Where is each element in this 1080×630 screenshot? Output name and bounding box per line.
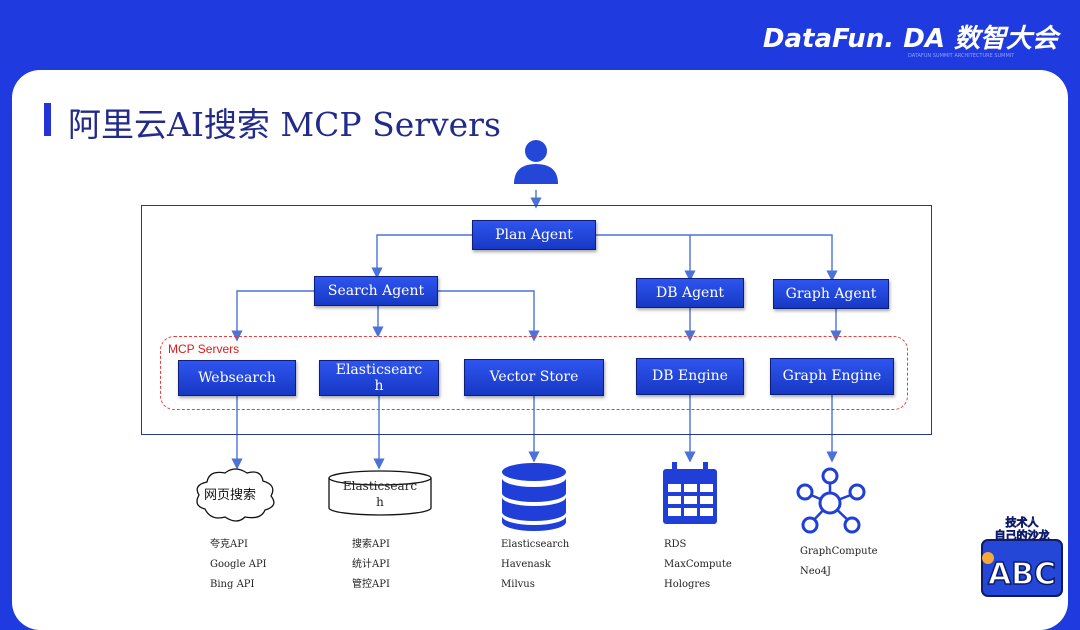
mcp-servers-label: MCP Servers [168, 342, 240, 356]
agent-system-frame [141, 205, 932, 435]
web-api-list: 夸克API Google API Bing API [210, 535, 267, 595]
graph-engine-node: Graph Engine [770, 358, 894, 395]
list-item: Bing API [210, 579, 255, 590]
plan-agent-node: Plan Agent [472, 220, 596, 250]
table-icon [663, 462, 717, 524]
db-engine-node: DB Engine [636, 358, 744, 395]
list-item: Havenask [501, 559, 551, 570]
list-item: 夸克API [210, 539, 248, 550]
logo-subtitle: DATAFUN SUMMIT ARCHITECTURE SUMMIT [908, 53, 1015, 59]
list-item: Google API [210, 559, 267, 570]
badge-line1: 技术人 [1006, 515, 1040, 529]
database-icon [502, 463, 566, 531]
cloud-label: 网页搜索 [204, 488, 257, 503]
mcp-servers-group [160, 336, 908, 410]
slide-title: 阿里云AI搜索 MCP Servers [68, 105, 501, 144]
elasticsearch-cylinder-icon [328, 470, 432, 516]
elasticsearch-node: Elasticsearc h [319, 360, 439, 396]
list-item: 统计API [352, 559, 390, 570]
cloud-icon [196, 468, 275, 522]
list-item: Neo4J [800, 566, 832, 577]
db-agent-node: DB Agent [636, 278, 744, 308]
graph-engine-list: GraphCompute Neo4J [800, 542, 878, 582]
title-accent-bar [44, 103, 51, 136]
websearch-node: Websearch [178, 360, 296, 396]
badge-line2: 自己的沙龙 [995, 528, 1050, 542]
da-summit-logo: DA 数智大会 [903, 24, 1058, 54]
salon-badge: 技术人 自己的沙龙 ABC [981, 515, 1063, 597]
user-icon [514, 140, 558, 184]
list-item: Elasticsearch [501, 539, 570, 550]
es-cylinder-label: Elasticsearc h [342, 479, 418, 509]
vector-store-list: Elasticsearch Havenask Milvus [501, 535, 569, 595]
graph-agent-node: Graph Agent [773, 279, 889, 309]
search-agent-node: Search Agent [314, 276, 438, 306]
vector-store-node: Vector Store [464, 359, 604, 396]
list-item: RDS [664, 539, 687, 550]
db-engine-list: RDS MaxCompute Hologres [664, 535, 732, 595]
list-item: 管控API [352, 579, 390, 590]
list-item: Hologres [664, 579, 711, 590]
diagram-connectors [196, 140, 866, 534]
badge-abc: ABC [988, 557, 1056, 592]
list-item: 搜索API [352, 539, 390, 550]
list-item: Milvus [501, 579, 535, 590]
slide-card [12, 70, 1068, 630]
list-item: GraphCompute [800, 546, 878, 557]
datafun-logo: DataFun. DA 数智大会 [762, 24, 1058, 54]
graph-network-icon [796, 467, 866, 534]
es-api-list: 搜索API 统计API 管控API [352, 535, 390, 595]
list-item: MaxCompute [664, 559, 732, 570]
